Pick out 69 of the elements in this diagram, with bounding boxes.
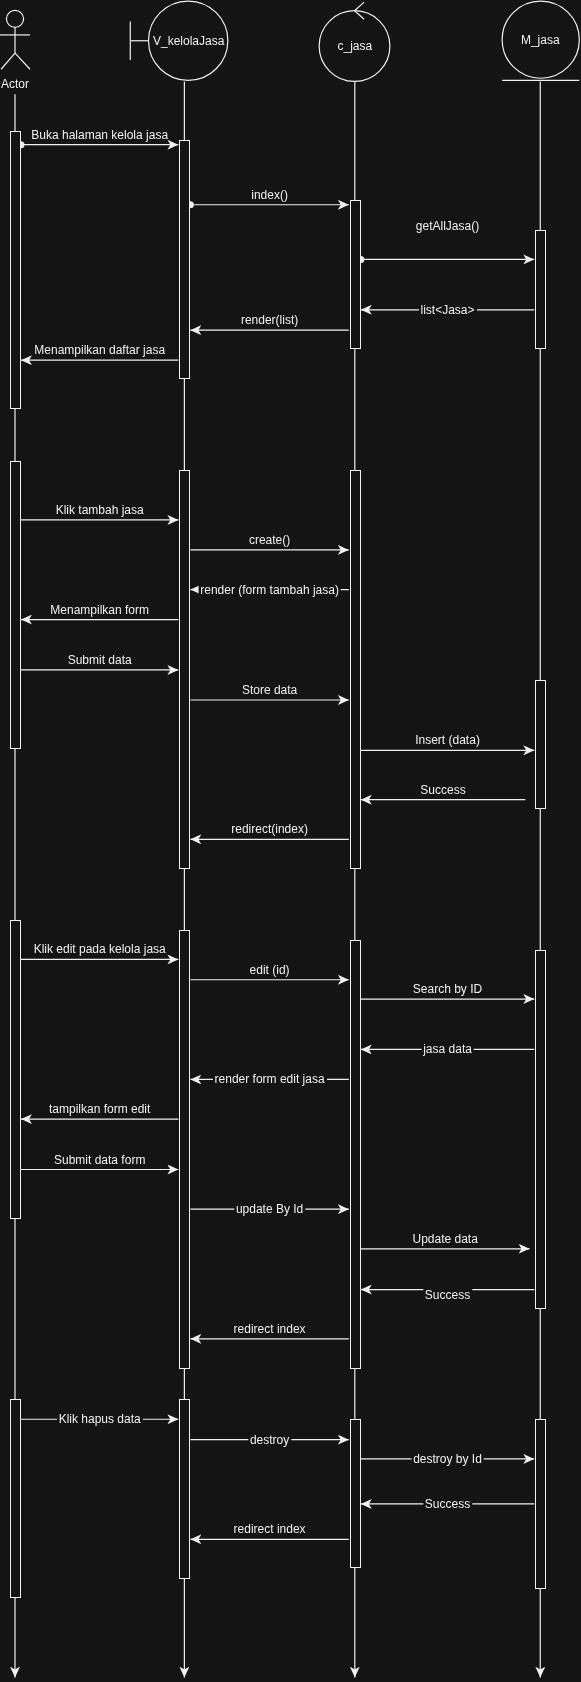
message-arrow — [360, 1243, 531, 1254]
message-arrow — [189, 834, 350, 845]
activation-bar — [10, 1398, 21, 1599]
message-label: render (form tambah jasa) — [198, 582, 341, 597]
message-arrow — [20, 664, 179, 675]
message-label: render(list) — [240, 313, 299, 328]
activation-bar — [10, 919, 21, 1219]
message-label: Klik hapus data — [56, 1412, 143, 1427]
activation-bar — [349, 200, 361, 350]
message-label: Submit data form — [54, 1152, 146, 1167]
message-arrow — [189, 325, 350, 336]
message-label: Success — [422, 1287, 473, 1302]
message-label: render form edit jasa — [212, 1072, 327, 1087]
activation-bar — [349, 469, 361, 870]
activation-bar — [179, 140, 191, 380]
message-arrow — [189, 695, 350, 705]
message-label: tampilkan form edit — [49, 1102, 151, 1117]
participant-name: V_kelolaJasa — [152, 33, 225, 48]
message-label: destroy by Id — [411, 1451, 484, 1466]
message-arrow — [360, 994, 535, 1005]
message-label: getAllJasa() — [415, 218, 480, 233]
message-arrow — [189, 974, 350, 985]
activation-bar — [179, 1398, 191, 1579]
message-arrow — [20, 614, 179, 625]
message-label: redirect(index) — [231, 822, 308, 837]
message-label: Buka halaman kelola jasa — [31, 127, 169, 142]
message-label: redirect index — [233, 1321, 306, 1336]
message-arrow — [360, 794, 526, 805]
message-arrow — [20, 355, 179, 366]
activation-bar — [10, 130, 21, 410]
message-arrow — [20, 1114, 179, 1125]
message-label: Klik edit pada kelola jasa — [33, 942, 166, 957]
participant-name: M_jasa — [520, 32, 560, 47]
message-arrow — [189, 544, 350, 555]
activation-bar — [10, 460, 21, 750]
message-label: Success — [422, 1496, 473, 1511]
activation-bar — [349, 1419, 361, 1569]
message-arrow — [189, 1333, 350, 1344]
message-label: edit (id) — [249, 962, 290, 977]
message-label: redirect index — [233, 1522, 306, 1537]
message-arrow — [20, 954, 179, 965]
message-label: Menampilkan daftar jasa — [34, 343, 166, 358]
message-arrow — [360, 745, 535, 756]
activation-bar — [535, 679, 547, 810]
activation-bar — [349, 940, 361, 1369]
activation-bar — [535, 1419, 547, 1589]
message-label: create() — [248, 532, 291, 547]
message-label: destroy — [247, 1432, 292, 1447]
activation-bar — [179, 930, 191, 1369]
message-label: jasa data — [421, 1042, 474, 1057]
message-label: Submit data — [67, 652, 132, 667]
message-label: Success — [420, 782, 466, 797]
message-arrow — [20, 514, 179, 525]
activation-bar — [535, 949, 547, 1309]
message-label: Store data — [241, 683, 298, 697]
message-label: Search by ID — [412, 982, 483, 997]
message-label: Klik tambah jasa — [55, 502, 144, 517]
message-arrow — [20, 1164, 179, 1175]
activation-bar — [535, 230, 547, 350]
message-label: list<Jasa> — [418, 302, 477, 317]
message-label: Menampilkan form — [50, 602, 150, 617]
message-label: update By Id — [233, 1202, 306, 1217]
message-label: index() — [251, 187, 288, 202]
message-label: Insert (data) — [415, 733, 480, 748]
message-arrow — [189, 1534, 350, 1545]
participant-name: Actor — [1, 76, 29, 91]
message-label: Update data — [412, 1231, 478, 1246]
participant-name: c_jasa — [337, 39, 373, 54]
activation-bar — [179, 469, 191, 870]
